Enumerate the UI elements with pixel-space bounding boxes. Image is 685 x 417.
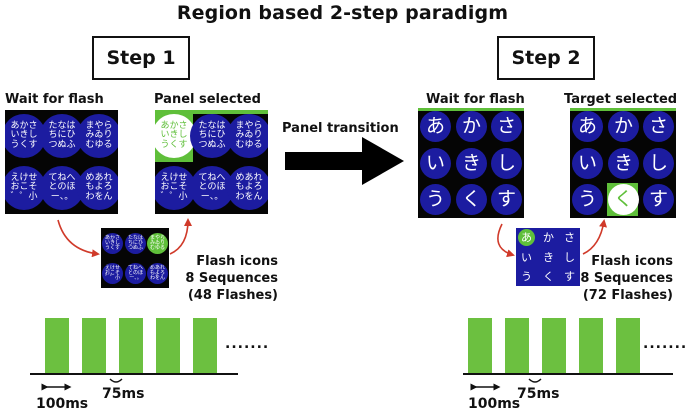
step2-flash-icons-label: Flash icons bbox=[591, 254, 673, 269]
step1-flash-group-1-0: えけせ おこそ ゛゜小 bbox=[102, 263, 123, 284]
step2-flash-char-1-0: い bbox=[518, 249, 535, 266]
step2-wait-char-0-2: さ bbox=[491, 111, 522, 142]
step1-flash-bar bbox=[156, 318, 180, 373]
step2-flash-bar bbox=[542, 318, 566, 373]
step1-flash-bar bbox=[82, 318, 106, 373]
step1-flash-icons-label: Flash icons bbox=[196, 254, 278, 269]
step2-flash-icons-panel: あかさいきしうくす bbox=[516, 228, 580, 286]
step1-flash-bar bbox=[119, 318, 143, 373]
step2-selected-char-0-2: さ bbox=[643, 111, 674, 142]
step1-flash-icons-panel: あかさ いきし うくすたなは ちにひ つぬふまやら みゐり むゆるえけせ おこそ… bbox=[101, 228, 169, 288]
step1-wait-group-0-2: まやら みゐり むゆる bbox=[77, 114, 118, 158]
step2-selected-label: Target selected bbox=[564, 92, 678, 107]
step1-ellipsis: ....... bbox=[225, 336, 270, 352]
transition-arrow bbox=[285, 137, 404, 185]
step2-wait-char-0-1: か bbox=[456, 111, 487, 142]
step2-wait-char-1-2: し bbox=[491, 148, 522, 179]
step2-selected-char-1-2: し bbox=[643, 148, 674, 179]
step2-selected-char-1-0: い bbox=[572, 148, 603, 179]
step2-selected-char-0-1: か bbox=[608, 111, 639, 142]
step1-red-arrow-out bbox=[169, 218, 192, 255]
step1-wait-panel: あかさ いきし うくすたなは ちにひ つぬふまやら みゐり むゆるえけせ おこそ… bbox=[5, 110, 118, 214]
step2-wait-char-2-1: く bbox=[456, 184, 487, 215]
step2-flash-text: Flash icons 8 Sequences (72 Flashes) bbox=[573, 253, 673, 304]
step2-flash-char-2-2: す bbox=[561, 268, 578, 285]
step2-selected-panel: あかさいきしうくす bbox=[570, 108, 676, 218]
step1-box: Step 1 bbox=[92, 36, 190, 80]
step1-selected-group-0-2: まやら みゐり むゆる bbox=[227, 114, 268, 158]
step1-wait-group-1-1: てねへ とのほ ー、。 bbox=[40, 166, 84, 210]
step2-wait-top-stripe bbox=[418, 108, 524, 111]
step1-selected-label: Panel selected bbox=[154, 92, 261, 107]
step2-flash-bar bbox=[505, 318, 529, 373]
step2-flash-char-0-2: さ bbox=[561, 229, 578, 246]
step2-selected-char-2-1: く bbox=[608, 184, 639, 215]
step1-wait-group-0-0: あかさ いきし うくす bbox=[5, 114, 46, 158]
step2-flash-char-2-0: う bbox=[518, 268, 535, 285]
step1-flash-group-0-0: あかさ いきし うくす bbox=[102, 233, 123, 254]
step1-selected-panel: あかさ いきし うくすたなは ちにひ つぬふまやら みゐり むゆるえけせ おこそ… bbox=[155, 110, 268, 214]
step1-flash-bar bbox=[45, 318, 69, 373]
step1-selected-group-1-1: てねへ とのほ ー、。 bbox=[190, 166, 234, 210]
step1-flashes-label: (48 Flashes) bbox=[187, 288, 278, 303]
step1-wait-group-1-2: めあれ もよろ わをん bbox=[77, 166, 118, 210]
step2-ellipsis: ....... bbox=[643, 336, 685, 352]
step2-wait-char-2-2: す bbox=[491, 184, 522, 215]
step2-wait-char-0-0: あ bbox=[420, 111, 451, 142]
step2-wait-char-1-1: き bbox=[456, 148, 487, 179]
step1-flash-group-0-1: たなは ちにひ つぬふ bbox=[125, 233, 146, 254]
step1-flash-text: Flash icons 8 Sequences (48 Flashes) bbox=[178, 253, 278, 304]
transition-label: Panel transition bbox=[282, 121, 399, 136]
step2-box: Step 2 bbox=[497, 36, 595, 80]
step1-time-axis bbox=[30, 373, 238, 375]
step2-wait-char-2-0: う bbox=[420, 184, 451, 215]
step2-selected-char-2-2: す bbox=[643, 184, 674, 215]
step2-gap-label: 75ms bbox=[517, 386, 560, 402]
step2-flashes-label: (72 Flashes) bbox=[582, 288, 673, 303]
step1-flash-group-1-1: てねへ とのほ ー、。 bbox=[125, 263, 146, 284]
step1-red-arrow-in bbox=[57, 219, 100, 258]
step2-flash-char-1-1: き bbox=[540, 249, 557, 266]
step1-gap-bracket bbox=[109, 378, 123, 383]
step2-wait-char-1-0: い bbox=[420, 148, 451, 179]
step2-wait-panel: あかさいきしうくす bbox=[418, 108, 524, 218]
step1-gap-label: 75ms bbox=[102, 386, 145, 402]
step2-red-arrow-in bbox=[497, 223, 515, 258]
step1-flash-bar bbox=[193, 318, 217, 373]
step1-selected-group-0-0: あかさ いきし うくす bbox=[155, 114, 196, 158]
step1-flash-group-1-2: めあれ もよろ わをん bbox=[147, 263, 168, 284]
step2-flash-char-2-1: く bbox=[540, 268, 557, 285]
step2-selected-char-0-0: あ bbox=[572, 111, 603, 142]
step1-selected-group-1-0: えけせ おこそ ゛゜小 bbox=[155, 166, 196, 210]
step2-flash-bar bbox=[579, 318, 603, 373]
step2-sequences-label: 8 Sequences bbox=[580, 271, 673, 286]
step1-duration-label: 100ms bbox=[36, 396, 89, 412]
step1-selected-group-1-2: めあれ もよろ わをん bbox=[227, 166, 268, 210]
step2-red-arrow-out bbox=[582, 219, 607, 255]
step1-flash-group-0-2: まやら みゐり むゆる bbox=[147, 233, 168, 254]
step2-time-axis bbox=[463, 373, 673, 375]
step2-selected-top-stripe bbox=[570, 108, 676, 111]
step1-sequences-label: 8 Sequences bbox=[185, 271, 278, 286]
step1-selected-top-stripe bbox=[155, 110, 268, 114]
step2-wait-label: Wait for flash bbox=[426, 92, 525, 107]
step2-flash-bar bbox=[616, 318, 640, 373]
step2-selected-char-2-0: う bbox=[572, 184, 603, 215]
step2-selected-char-1-1: き bbox=[608, 148, 639, 179]
figure-title: Region based 2-step paradigm bbox=[176, 2, 509, 24]
step1-selected-group-0-1: たなは ちにひ つぬふ bbox=[190, 114, 234, 158]
step1-wait-label: Wait for flash bbox=[5, 92, 104, 107]
step2-gap-bracket bbox=[528, 378, 542, 383]
step2-flash-char-0-0: あ bbox=[518, 229, 535, 246]
step2-duration-label: 100ms bbox=[468, 396, 521, 412]
step1-wait-group-0-1: たなは ちにひ つぬふ bbox=[40, 114, 84, 158]
step2-flash-char-0-1: か bbox=[540, 229, 557, 246]
step1-wait-group-1-0: えけせ おこそ ゛゜小 bbox=[5, 166, 46, 210]
step2-flash-bar bbox=[468, 318, 492, 373]
step2-flash-char-1-2: し bbox=[561, 249, 578, 266]
